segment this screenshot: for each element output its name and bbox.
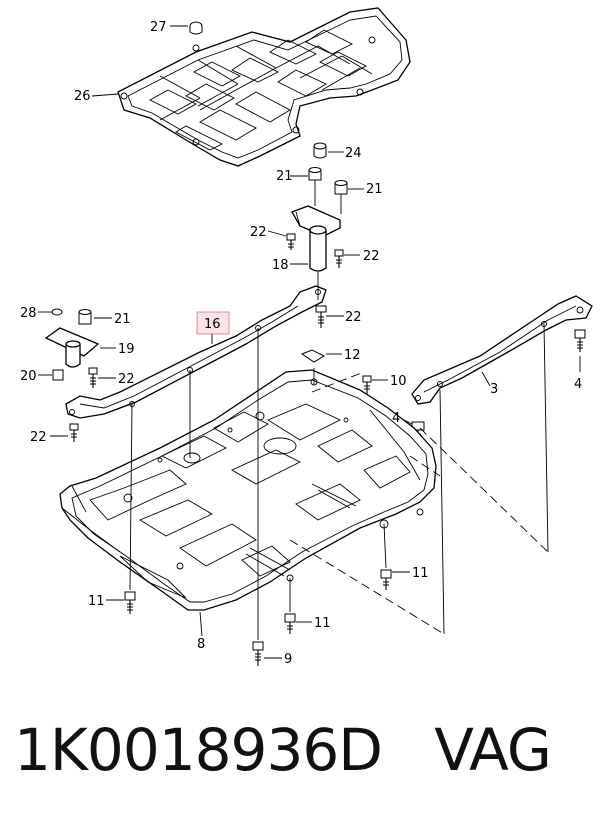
callout-22e: 22 (30, 430, 47, 445)
callout-22a: 22 (250, 225, 267, 240)
upper-shield-panel (117, 7, 411, 167)
part-number-caption: 1K0018936D VAG (14, 716, 594, 806)
bottom-bolts (106, 569, 410, 666)
main-underbody-shield-8 (59, 369, 437, 611)
callout-20: 20 (20, 369, 37, 384)
bracket-assembly-19 (38, 308, 116, 442)
callout-26: 26 (74, 89, 91, 104)
parts-diagram: 27 26 24 21 21 22 22 18 22 28 21 16 19 2… (20, 7, 593, 667)
callout-10: 10 (390, 374, 407, 389)
callout-16: 16 (204, 317, 221, 332)
callout-11b: 11 (88, 594, 105, 609)
callout-11a: 11 (412, 566, 429, 581)
callout-21c: 21 (114, 312, 131, 327)
callout-16-box (196, 311, 230, 344)
alignment-lines (129, 272, 549, 640)
clip-27 (170, 21, 203, 35)
brand-name: VAG (434, 716, 552, 784)
callout-27: 27 (150, 20, 167, 35)
callout-22d: 22 (118, 372, 135, 387)
callout-28: 28 (20, 306, 37, 321)
callout-8: 8 (197, 637, 205, 652)
cap-24 (313, 142, 344, 159)
callout-21a: 21 (276, 169, 293, 184)
callout-labels: 27 26 24 21 21 22 22 18 22 28 21 16 19 2… (20, 20, 582, 667)
clip-12-bolt-10 (300, 349, 388, 394)
callout-4a: 4 (574, 377, 582, 392)
callout-22b: 22 (363, 249, 380, 264)
side-rail-16 (65, 285, 344, 419)
callout-9: 9 (284, 652, 292, 667)
part-number: 1K0018936D (14, 716, 383, 784)
side-rail-3 (403, 295, 593, 444)
callout-22c: 22 (345, 310, 362, 325)
callout-19: 19 (118, 342, 135, 357)
callout-11c: 11 (314, 616, 331, 631)
callout-3: 3 (490, 382, 498, 397)
callout-24: 24 (345, 146, 362, 161)
callout-21b: 21 (366, 182, 383, 197)
callout-18: 18 (272, 258, 289, 273)
callout-12: 12 (344, 348, 361, 363)
caption-spacer (382, 716, 434, 784)
bracket-assembly-18 (267, 167, 360, 272)
callout-4b: 4 (392, 411, 400, 426)
